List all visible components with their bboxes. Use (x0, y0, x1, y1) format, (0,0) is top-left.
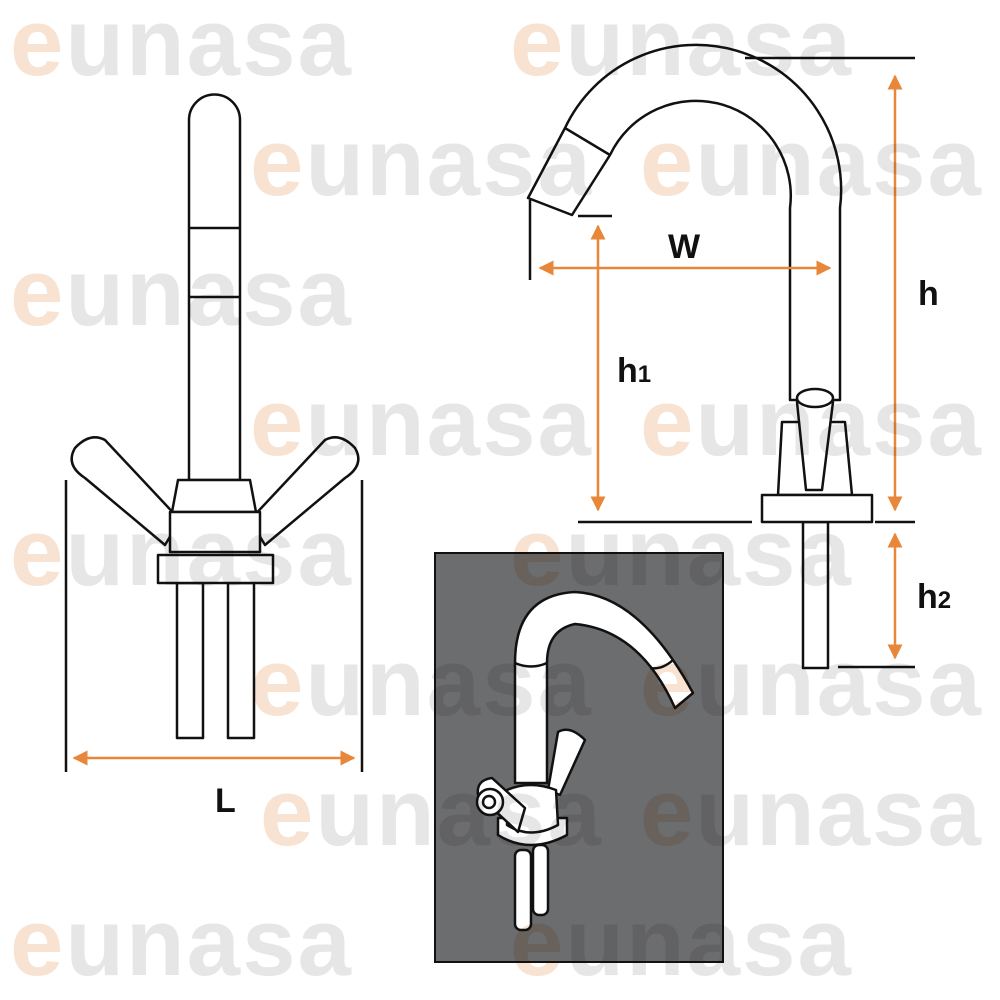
eunasa-watermark: eunasa (260, 759, 603, 866)
eunasa-watermark: eunasa (510, 889, 853, 996)
width-label: W (668, 228, 701, 266)
eunasa-watermark: eunasa (640, 369, 983, 476)
supply-pipe-left (175, 581, 205, 740)
spout (526, 43, 843, 402)
spout-stem (187, 93, 242, 482)
eunasa-watermark: eunasa (640, 629, 983, 736)
supply-pipe-right (226, 581, 256, 740)
watermark-layer: eunasa eunasa eunasa eunasa eunasa eunasa euna… (10, 0, 983, 996)
base-plate (156, 553, 275, 585)
eunasa-watermark: eunasa (510, 499, 853, 606)
base-ring (168, 510, 262, 554)
eunasa-watermark: eunasa (10, 889, 353, 996)
eunasa-watermark: eunasa (250, 109, 593, 216)
height1-label: h1 (617, 352, 651, 390)
eunasa-watermark: eunasa (640, 759, 983, 866)
eunasa-watermark: eunasa (10, 499, 353, 606)
eunasa-watermark: eunasa (250, 369, 593, 476)
iso-pipe-left (513, 848, 533, 932)
faucet-front-view: L (64, 93, 364, 820)
height-label: h (918, 275, 939, 313)
eunasa-watermark: eunasa (10, 0, 353, 96)
eunasa-watermark: eunasa (250, 629, 593, 736)
base-plate (760, 493, 874, 524)
eunasa-watermark: eunasa (640, 109, 983, 216)
isometric-view-panel (434, 552, 724, 963)
iso-lever (546, 728, 587, 797)
lever-cap (795, 387, 835, 409)
height2-label: h2 (917, 578, 951, 616)
eunasa-watermark: eunasa (10, 239, 353, 346)
length-label: L (215, 782, 236, 820)
iso-spout (513, 590, 695, 785)
eunasa-watermark: eunasa (510, 0, 853, 96)
iso-spout-band (649, 659, 674, 670)
faucet-side-view: W h h1 h2 (526, 43, 951, 670)
iso-stem-band (514, 661, 548, 668)
